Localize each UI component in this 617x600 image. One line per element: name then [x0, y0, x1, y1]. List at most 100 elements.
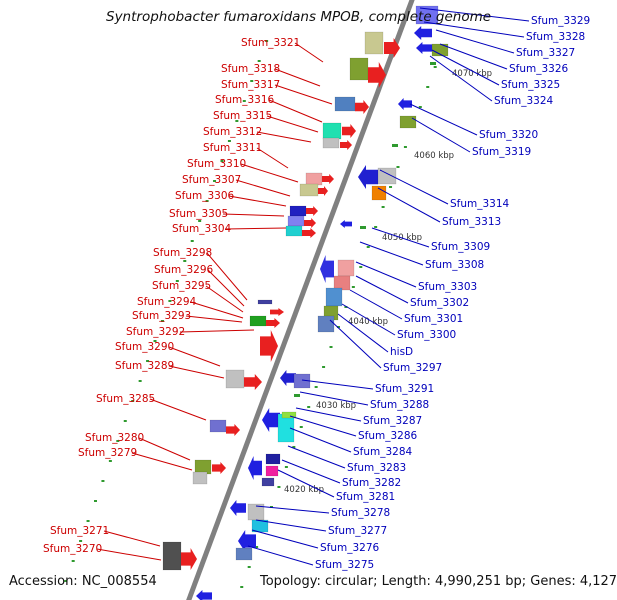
gene-label-right[interactable]: Sfum_3301	[404, 313, 463, 325]
gene-label-right[interactable]: Sfum_3309	[431, 241, 490, 253]
kbp-marker-label: 4060 kbp	[414, 151, 454, 161]
tick-mark	[374, 226, 378, 228]
gene-label-left[interactable]: Sfum_3285	[96, 393, 155, 405]
gene-box	[281, 411, 297, 419]
gene-label-left[interactable]: Sfum_3298	[153, 247, 212, 259]
gene-label-right[interactable]: hisD	[390, 346, 413, 358]
leader-line	[228, 195, 287, 207]
gene-label-left[interactable]: Sfum_3293	[132, 310, 191, 322]
tick-mark	[205, 200, 209, 202]
leader-line	[355, 261, 417, 288]
gene-label-right[interactable]: Sfum_3325	[501, 79, 560, 91]
gene-label-left[interactable]: Sfum_3271	[50, 525, 109, 537]
gene-label-right[interactable]: Sfum_3328	[526, 31, 585, 43]
tick-mark	[235, 120, 239, 122]
gene-label-right[interactable]: Sfum_3281	[336, 491, 395, 503]
gene-label-left[interactable]: Sfum_3310	[187, 158, 246, 170]
gene-label-left[interactable]: Sfum_3321	[241, 37, 300, 49]
gene-label-right[interactable]: Sfum_3313	[442, 216, 501, 228]
gene-label-right[interactable]: Sfum_3308	[425, 259, 484, 271]
tick-mark	[336, 326, 340, 328]
tick-mark	[227, 140, 231, 142]
gene-label-left[interactable]: Sfum_3270	[43, 543, 102, 555]
gene-label-left[interactable]: Sfum_3316	[215, 94, 275, 106]
gene-label-left[interactable]: Sfum_3312	[203, 126, 262, 138]
leader-line	[225, 227, 287, 230]
gene-box	[377, 167, 397, 185]
gene-label-left[interactable]: Sfum_3306	[175, 190, 235, 202]
leader-line	[359, 241, 424, 266]
gene-label-right[interactable]: Sfum_3291	[375, 383, 434, 395]
leader-line	[251, 529, 319, 549]
kbp-marker-label: 4070 kbp	[452, 69, 492, 79]
gene-box	[399, 115, 417, 129]
gene-label-left[interactable]: Sfum_3290	[115, 341, 174, 353]
gene-label-left[interactable]: Sfum_3296	[154, 264, 214, 276]
gene-label-left[interactable]: Sfum_3289	[115, 360, 174, 372]
gene-label-right[interactable]: Sfum_3287	[363, 415, 422, 427]
gene-label-left[interactable]: Sfum_3295	[152, 280, 211, 292]
gene-arrow-reverse	[280, 370, 296, 386]
gene-label-right[interactable]: Sfum_3314	[450, 198, 510, 210]
gene-label-right[interactable]: Sfum_3275	[315, 559, 374, 571]
gene-label-right[interactable]: Sfum_3282	[342, 477, 401, 489]
leader-line	[377, 187, 441, 223]
leader-line	[431, 49, 500, 86]
tick-mark	[101, 480, 105, 482]
gene-label-right[interactable]: Sfum_3277	[328, 525, 387, 537]
tick-mark	[116, 440, 120, 442]
gene-label-left[interactable]: Sfum_3317	[221, 79, 280, 91]
tick-mark	[183, 260, 187, 262]
tick-mark	[403, 146, 407, 148]
gene-label-right[interactable]: Sfum_3284	[353, 446, 413, 458]
gene-label-right[interactable]: Sfum_3320	[479, 129, 538, 141]
gene-label-left[interactable]: Sfum_3318	[221, 63, 280, 75]
kbp-tick	[430, 62, 436, 65]
backbone-line	[186, 0, 415, 600]
leader-line	[255, 519, 327, 532]
gene-label-right[interactable]: Sfum_3297	[383, 362, 442, 374]
gene-label-right[interactable]: Sfum_3303	[418, 281, 477, 293]
gene-label-right[interactable]: Sfum_3327	[516, 47, 575, 59]
gene-label-left[interactable]: Sfum_3305	[169, 208, 228, 220]
leader-line	[190, 301, 244, 319]
gene-label-right[interactable]: Sfum_3302	[410, 297, 469, 309]
gene-label-right[interactable]: Sfum_3278	[331, 507, 390, 519]
leader-line	[274, 68, 321, 87]
gene-label-right[interactable]: Sfum_3286	[358, 430, 418, 442]
gene-label-right[interactable]: Sfum_3288	[370, 399, 429, 411]
leader-line	[103, 530, 161, 547]
gene-arrow-forward	[384, 38, 400, 58]
gene-label-right[interactable]: Sfum_3276	[320, 542, 380, 554]
gene-arrow-forward	[368, 62, 386, 88]
gene-arrow-reverse	[238, 530, 256, 552]
gene-label-left[interactable]: Sfum_3292	[126, 326, 185, 338]
kbp-tick	[360, 226, 366, 229]
gene-label-left[interactable]: Sfum_3311	[203, 142, 262, 154]
gene-label-right[interactable]: Sfum_3319	[472, 146, 531, 158]
tick-mark	[396, 166, 400, 168]
gene-box	[265, 465, 279, 477]
leader-line	[222, 213, 285, 217]
gene-label-left[interactable]: Sfum_3307	[182, 174, 241, 186]
gene-box	[287, 215, 305, 227]
gene-label-right[interactable]: Sfum_3283	[347, 462, 406, 474]
leader-line	[255, 505, 330, 514]
gene-label-left[interactable]: Sfum_3304	[172, 223, 232, 235]
gene-label-left[interactable]: Sfum_3279	[78, 447, 137, 459]
gene-label-left[interactable]: Sfum_3280	[85, 432, 144, 444]
gene-label-right[interactable]: Sfum_3300	[397, 329, 456, 341]
gene-label-right[interactable]: Sfum_3324	[494, 95, 554, 107]
tick-mark	[146, 360, 150, 362]
gene-label-right[interactable]: Sfum_3329	[531, 15, 590, 27]
leader-line	[168, 365, 225, 379]
tick-mark	[131, 400, 135, 402]
gene-arrow-reverse	[398, 98, 412, 110]
gene-label-left[interactable]: Sfum_3315	[213, 110, 272, 122]
gene-box	[209, 419, 227, 433]
leader-line	[168, 346, 221, 367]
gene-arrow-forward	[260, 330, 278, 362]
gene-label-left[interactable]: Sfum_3294	[137, 296, 197, 308]
leader-line	[301, 379, 374, 390]
gene-label-right[interactable]: Sfum_3326	[509, 63, 569, 75]
